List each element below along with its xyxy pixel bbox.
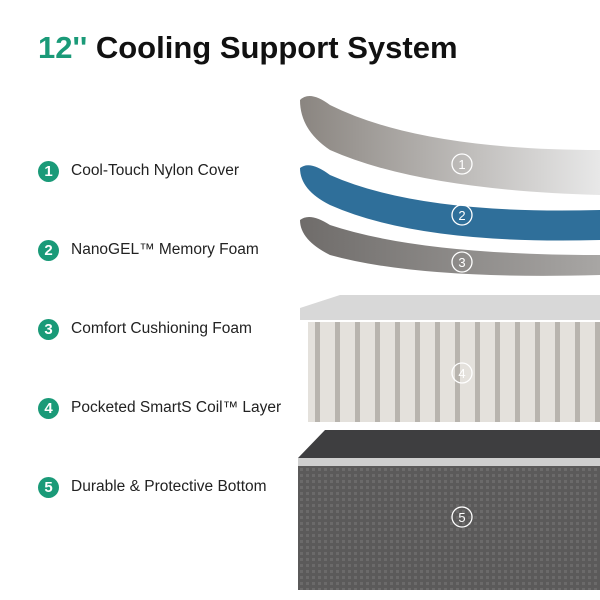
legend-label: Pocketed SmartS Coil™ Layer [71, 399, 282, 416]
marker-number-5: 5 [458, 510, 465, 525]
marker-ring-4 [451, 362, 473, 384]
legend-item-5: 5 Durable & Protective Bottom [38, 475, 267, 499]
legend-label: Comfort Cushioning Foam [71, 320, 252, 337]
legend-label: NanoGEL™ Memory Foam [71, 241, 259, 258]
number-badge: 2 [38, 239, 59, 261]
number-badge: 4 [38, 397, 59, 419]
layer-markers: 1 2 3 4 5 [451, 153, 473, 528]
legend-item-2: 2 NanoGEL™ Memory Foam [38, 238, 259, 262]
legend-item-4: 4 Pocketed SmartS Coil™ Layer [38, 396, 281, 420]
layer-3-cushion-foam [300, 216, 600, 276]
layer-5-edge [298, 458, 600, 466]
marker-number-3: 3 [458, 255, 465, 270]
marker-number-2: 2 [458, 208, 465, 223]
layer-5-top [298, 430, 600, 460]
marker-ring-2 [451, 204, 473, 226]
marker-number-1: 1 [458, 157, 465, 172]
layer-1-cover [300, 96, 600, 195]
marker-number-4: 4 [458, 366, 465, 381]
number-badge: 1 [38, 160, 59, 182]
number-badge: 5 [38, 476, 59, 498]
layer-2-gel-foam [300, 165, 600, 241]
marker-ring-1 [451, 153, 473, 175]
layer-4-top-band [300, 295, 600, 320]
number-badge: 3 [38, 318, 59, 340]
legend-label: Durable & Protective Bottom [71, 478, 267, 495]
legend-label: Cool-Touch Nylon Cover [71, 162, 239, 179]
layer-5-bottom [298, 466, 600, 590]
legend-item-1: 1 Cool-Touch Nylon Cover [38, 159, 239, 183]
marker-ring-5 [451, 506, 473, 528]
page-title: 12'' Cooling Support System [38, 30, 458, 66]
title-text: Cooling Support System [87, 30, 458, 65]
layer-4-coils [308, 322, 600, 422]
legend-item-3: 3 Comfort Cushioning Foam [38, 317, 252, 341]
marker-ring-3 [451, 251, 473, 273]
title-size: 12'' [38, 30, 88, 65]
